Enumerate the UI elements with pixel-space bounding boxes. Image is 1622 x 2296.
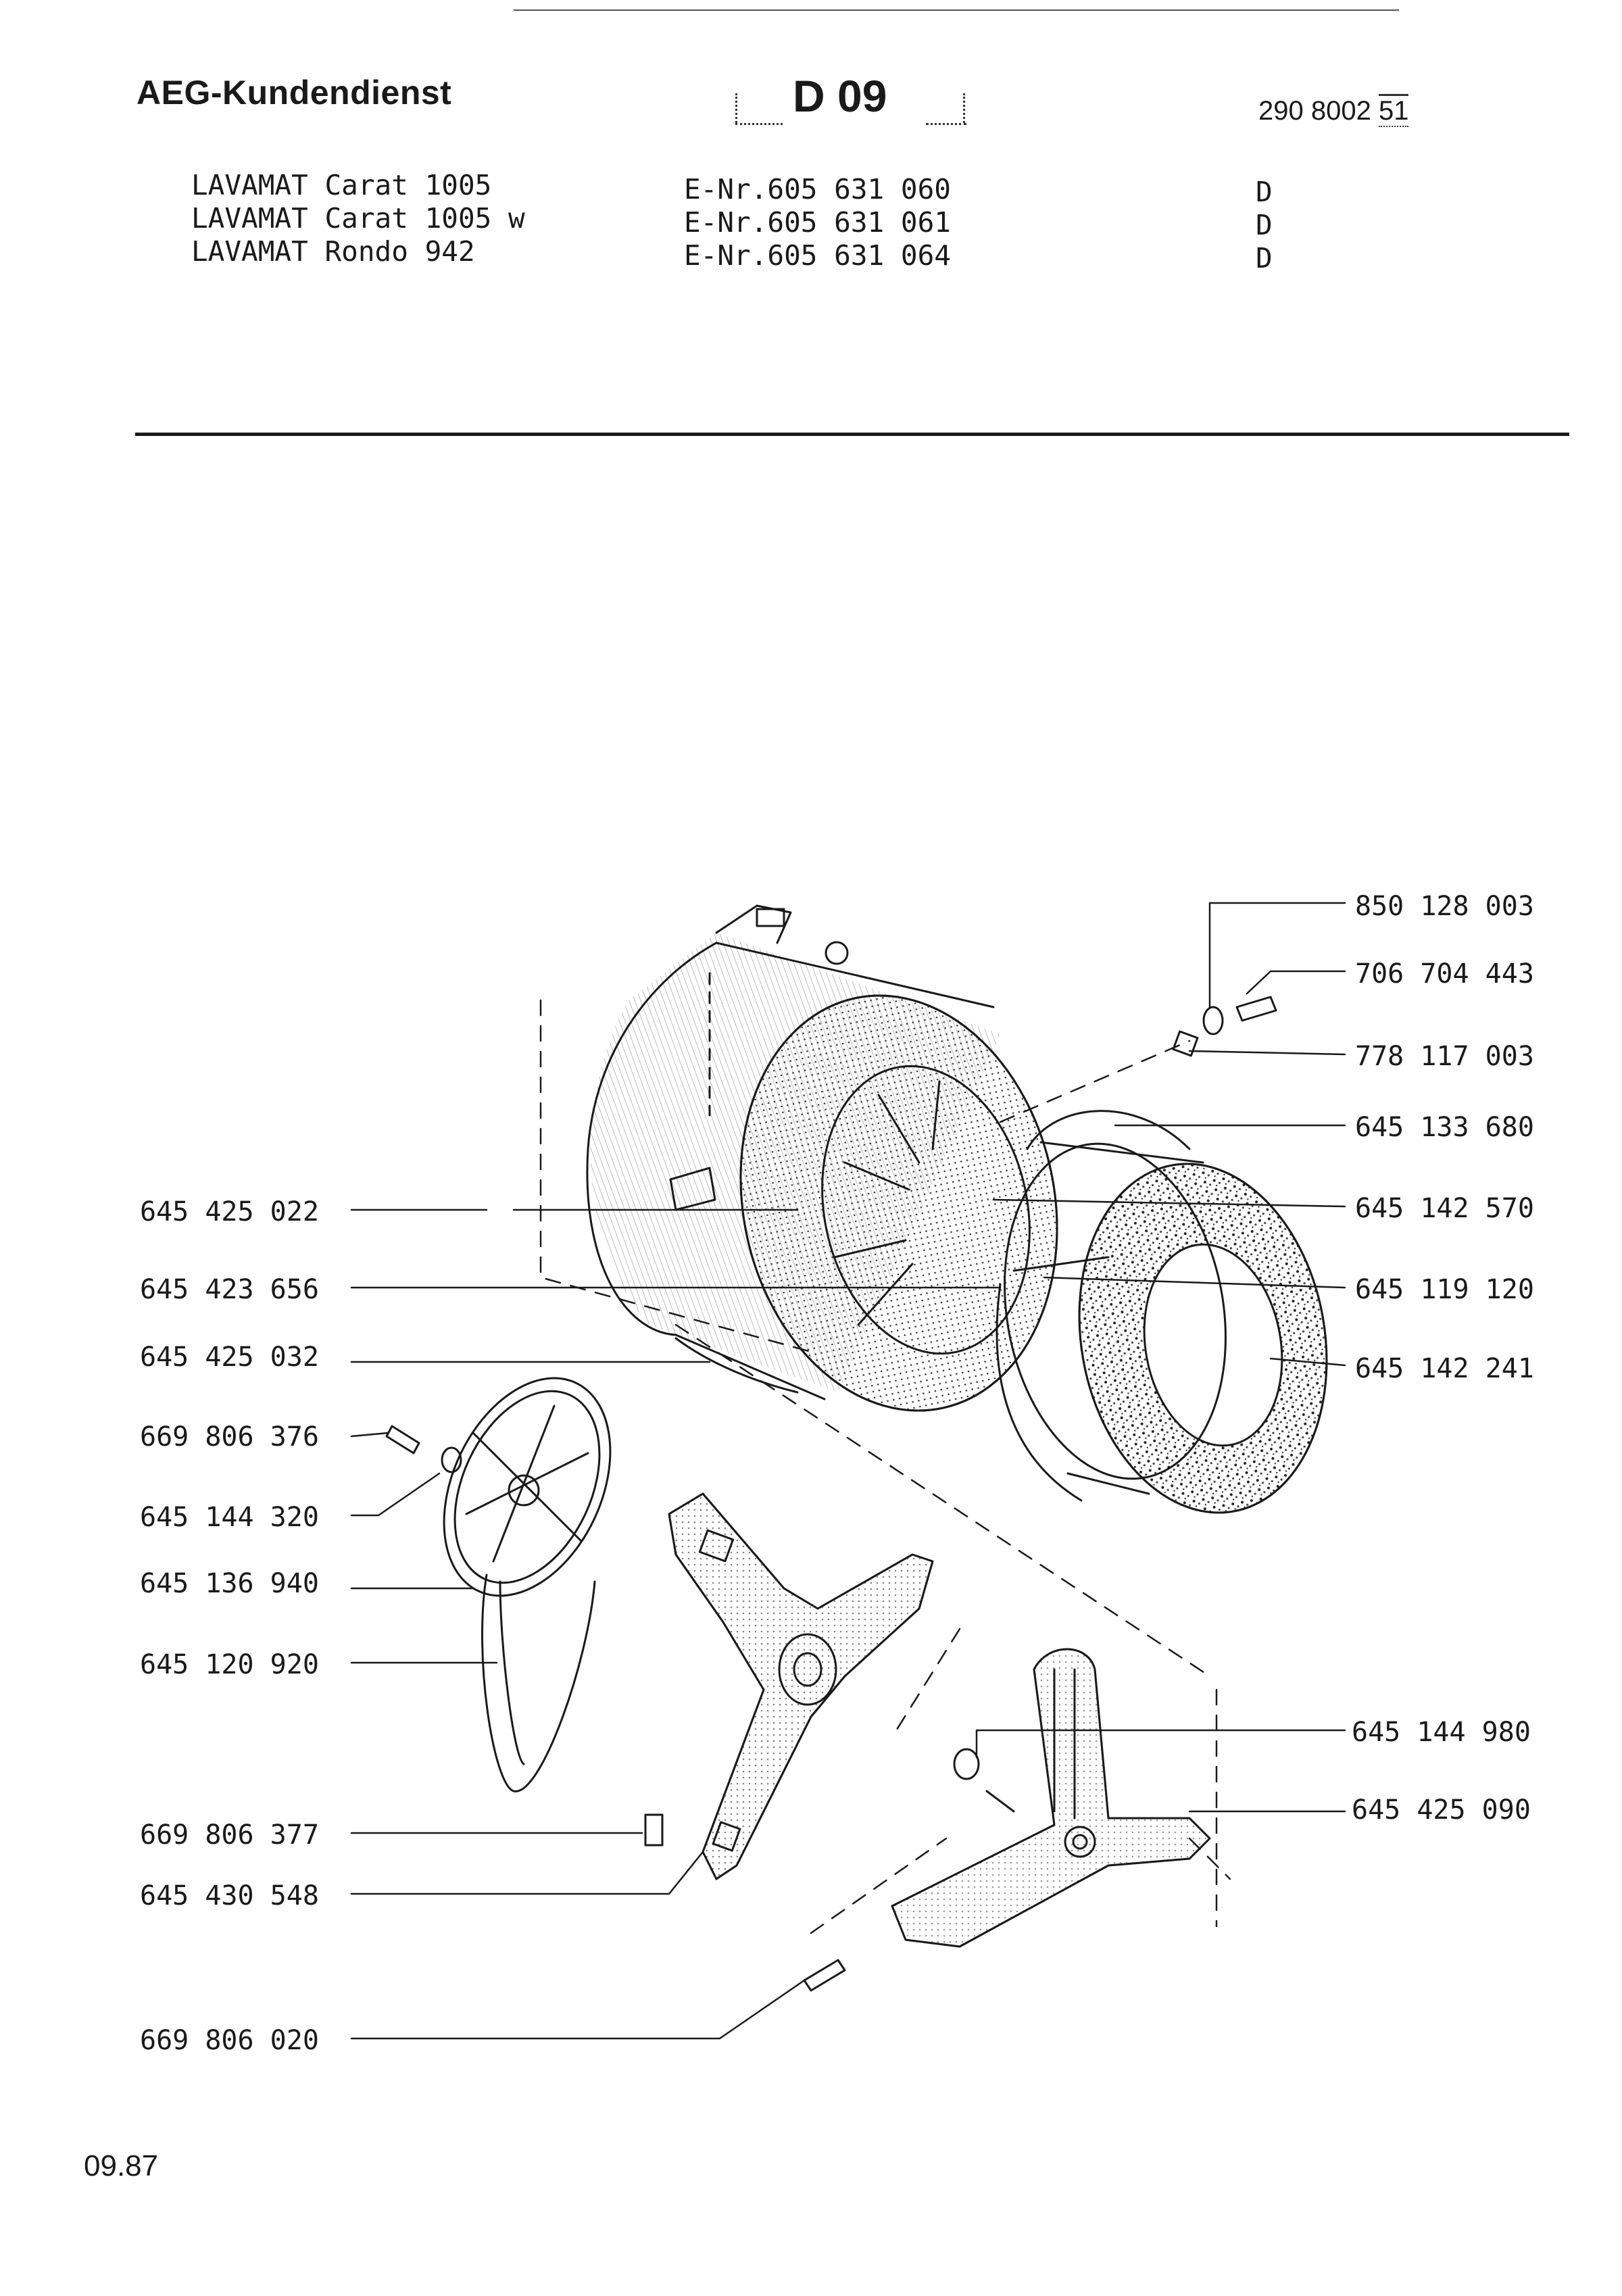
model-country: D bbox=[1256, 209, 1273, 241]
leader-lines-right bbox=[975, 902, 1346, 1813]
top-scan-rule bbox=[514, 9, 1399, 11]
part-label: 645 144 320 bbox=[140, 1502, 319, 1533]
drum-support-spider bbox=[891, 1648, 1211, 1948]
part-label: 645 144 980 bbox=[1352, 1717, 1531, 1748]
part-label: 645 133 680 bbox=[1355, 1112, 1534, 1143]
part-label: 645 142 570 bbox=[1355, 1193, 1534, 1224]
model-enr: E-Nr.605 631 061 bbox=[684, 206, 951, 239]
model-enr: E-Nr.605 631 064 bbox=[684, 239, 951, 272]
part-label: 778 117 003 bbox=[1355, 1041, 1534, 1072]
part-label: 669 806 376 bbox=[140, 1421, 319, 1452]
part-label: 645 119 120 bbox=[1355, 1274, 1534, 1305]
part-label: 645 142 241 bbox=[1355, 1353, 1534, 1384]
sheet-code: D 09 bbox=[793, 71, 887, 121]
leader-lines-left bbox=[350, 1208, 1002, 2040]
construction-lines bbox=[539, 999, 1231, 1934]
model-country: D bbox=[1256, 176, 1273, 208]
part-label: 850 128 003 bbox=[1355, 891, 1534, 922]
model-name: LAVAMAT Rondo 942 bbox=[191, 235, 475, 268]
part-label: 645 425 032 bbox=[140, 1342, 319, 1373]
part-label: 645 136 940 bbox=[140, 1568, 319, 1599]
revision-date: 09.87 bbox=[84, 2149, 159, 2182]
country-list: D D D bbox=[1256, 176, 1273, 275]
counterweight-ring bbox=[996, 1110, 1328, 1514]
part-label: 669 806 377 bbox=[140, 1819, 319, 1851]
document-number-suffix: 51 bbox=[1378, 94, 1409, 127]
model-name: LAVAMAT Carat 1005 w bbox=[191, 202, 525, 235]
part-label: 645 423 656 bbox=[140, 1274, 319, 1305]
brand-title: AEG-Kundendienst bbox=[137, 74, 452, 112]
part-label: 645 430 548 bbox=[140, 1880, 319, 1911]
part-label: 669 806 020 bbox=[140, 2025, 319, 2056]
part-label: 706 704 443 bbox=[1355, 958, 1534, 990]
model-enr: E-Nr.605 631 060 bbox=[684, 173, 951, 205]
document-number: 290 8002 51 bbox=[1258, 94, 1409, 127]
part-label: 645 425 022 bbox=[140, 1196, 319, 1227]
header-rule bbox=[135, 433, 1569, 436]
enr-list: E-Nr.605 631 060 E-Nr.605 631 061 E-Nr.6… bbox=[684, 173, 951, 272]
part-label: 645 425 090 bbox=[1352, 1794, 1531, 1826]
model-list: LAVAMAT Carat 1005 LAVAMAT Carat 1005 w … bbox=[191, 169, 525, 268]
bearing-bracket bbox=[668, 1492, 934, 1880]
model-name: LAVAMAT Carat 1005 bbox=[191, 169, 492, 201]
pulley-wheel bbox=[443, 1377, 612, 1792]
sheet-code-box: D 09 bbox=[729, 70, 973, 131]
model-country: D bbox=[1256, 242, 1273, 274]
drum-body bbox=[586, 904, 1058, 1412]
part-label: 645 120 920 bbox=[140, 1649, 319, 1680]
document-number-main: 290 8002 bbox=[1258, 96, 1371, 126]
